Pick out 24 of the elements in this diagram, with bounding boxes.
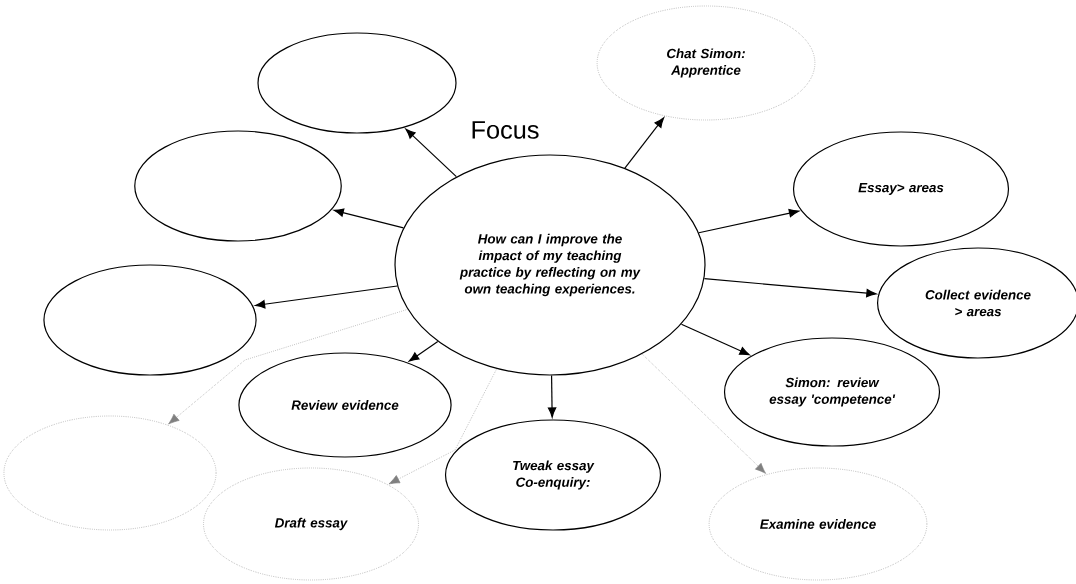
ellipse-node: Examine evidence	[708, 467, 928, 581]
arrow	[254, 285, 398, 309]
arrow	[698, 208, 800, 234]
ellipse-node: Tweak essay Co-enquiry:	[444, 419, 662, 531]
ellipse-node: Simon: review essay 'competence'	[723, 337, 941, 447]
empty-ellipse	[257, 32, 457, 134]
empty-ellipse	[3, 415, 217, 531]
arrow	[641, 353, 766, 474]
arrow	[703, 278, 877, 298]
arrow	[408, 341, 439, 362]
ellipse-node: Review evidence	[238, 352, 452, 458]
ellipse-node: Chat Simon: Apprentice	[596, 5, 816, 121]
arrow	[333, 208, 405, 229]
arrow	[680, 323, 750, 356]
empty-ellipse	[134, 130, 342, 242]
arrow	[405, 128, 457, 178]
ellipse-node: Draft essay	[203, 467, 419, 581]
ellipse-node: Essay> areas	[792, 131, 1010, 247]
arrow	[624, 117, 665, 169]
arrow	[168, 309, 408, 425]
arrow	[547, 374, 557, 418]
arrow	[388, 368, 497, 485]
heading: Focus	[472, 121, 539, 139]
empty-ellipse	[43, 264, 257, 376]
